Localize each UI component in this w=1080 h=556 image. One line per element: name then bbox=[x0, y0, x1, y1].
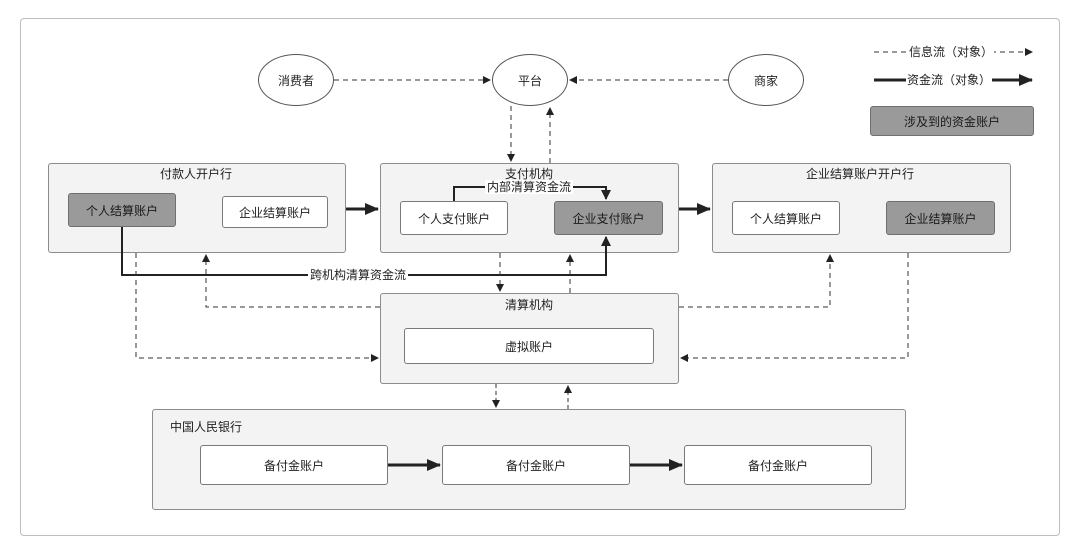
payer-personal-account: 个人结算账户 bbox=[68, 193, 176, 227]
legend-info-flow-label: 信息流（对象） bbox=[908, 45, 995, 59]
payment-institution-title: 支付机构 bbox=[505, 167, 554, 181]
pi-personal-account: 个人支付账户 bbox=[400, 201, 508, 235]
pboc-title: 中国人民银行 bbox=[170, 420, 243, 434]
legend-fund-flow-label: 资金流（对象） bbox=[906, 73, 993, 87]
clearing-title: 清算机构 bbox=[505, 298, 554, 312]
platform-node: 平台 bbox=[492, 54, 568, 106]
virtual-account: 虚拟账户 bbox=[404, 328, 654, 364]
reserve-account-2: 备付金账户 bbox=[442, 445, 630, 485]
eb-personal-account: 个人结算账户 bbox=[732, 201, 840, 235]
enterprise-bank-title: 企业结算账户开户行 bbox=[806, 167, 915, 181]
payer-enterprise-account: 企业结算账户 bbox=[222, 196, 328, 228]
reserve-account-3: 备付金账户 bbox=[684, 445, 872, 485]
internal-clearing-label: 内部清算资金流 bbox=[485, 180, 574, 194]
cross-clearing-label: 跨机构清算资金流 bbox=[308, 268, 409, 282]
eb-enterprise-account: 企业结算账户 bbox=[886, 201, 995, 235]
consumer-node: 消费者 bbox=[258, 54, 334, 106]
reserve-account-1: 备付金账户 bbox=[200, 445, 388, 485]
legend-involved-accounts: 涉及到的资金账户 bbox=[870, 106, 1034, 136]
payer-bank-title: 付款人开户行 bbox=[160, 167, 233, 181]
merchant-node: 商家 bbox=[728, 54, 804, 106]
pi-enterprise-account: 企业支付账户 bbox=[554, 201, 663, 235]
